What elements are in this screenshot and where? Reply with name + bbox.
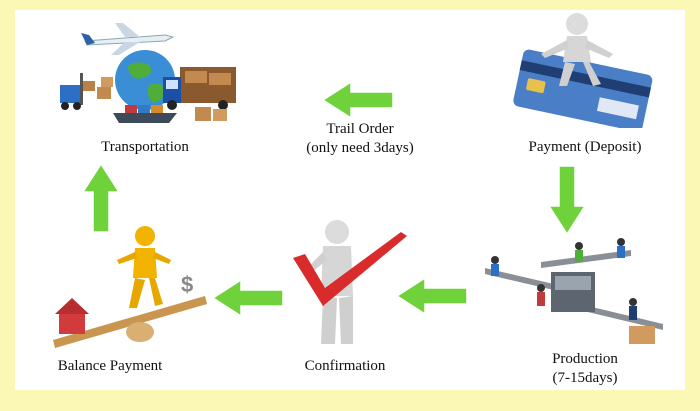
- ship-icon: [113, 105, 177, 123]
- credit-card-icon: [505, 10, 665, 128]
- dollar-icon: $: [181, 272, 193, 297]
- arrow-left-trail-order: [321, 80, 395, 120]
- production-label: Production (7-15days): [515, 350, 655, 388]
- checkmark-figure-icon: [283, 216, 413, 350]
- transportation-icon: [45, 15, 245, 130]
- gold-figure-icon: [117, 226, 171, 308]
- arrow-left-confirmation: [395, 276, 469, 316]
- airplane-icon: [81, 23, 175, 55]
- house-icon: [55, 298, 89, 334]
- production-title: Production: [552, 351, 618, 367]
- balance-scale-icon: $: [45, 220, 215, 348]
- trail-order-label: Trail Order (only need 3days): [265, 120, 455, 158]
- truck-icon: [163, 67, 236, 110]
- transportation-label: Transportation: [101, 139, 189, 155]
- forklift-icon: [60, 73, 95, 110]
- worker-icon: [491, 238, 637, 320]
- balance-payment-label: Balance Payment: [57, 358, 163, 374]
- arrow-down-payment: [547, 164, 587, 236]
- payment-label: Payment (Deposit): [528, 139, 642, 155]
- checkmark-icon: [293, 232, 407, 306]
- confirmation-label: Confirmation: [304, 358, 386, 374]
- arrow-up-transportation: [81, 162, 121, 234]
- process-panel: Transportation Trail Order (only need 3d…: [15, 10, 685, 390]
- person-figure-icon: [541, 13, 613, 86]
- production-duration: (7-15days): [552, 370, 618, 386]
- arrow-left-balance: [211, 278, 285, 318]
- trail-order-duration: (only need 3days): [306, 140, 414, 156]
- factory-line-icon: [481, 232, 671, 348]
- trail-order-title: Trail Order: [326, 121, 394, 137]
